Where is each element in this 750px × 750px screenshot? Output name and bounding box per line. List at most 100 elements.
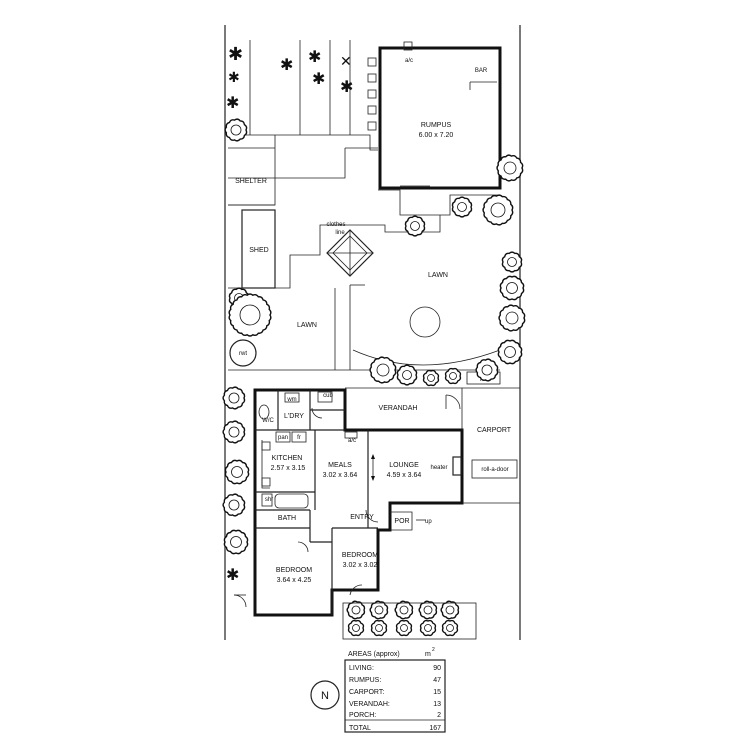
- tree-icon: [440, 600, 460, 620]
- cub-label: cub: [323, 393, 333, 399]
- tree-icon: [369, 600, 389, 620]
- areas-row-label: RUMPUS:: [349, 677, 381, 684]
- clothes-line-label-2: line: [335, 230, 345, 236]
- tree-icon: [395, 619, 413, 637]
- compass-circle: [310, 680, 340, 710]
- ac-house-label: a/c: [348, 438, 356, 444]
- areas-row-value: 167: [429, 725, 441, 732]
- tree-icon: [444, 367, 462, 385]
- kitchen-name: KITCHEN: [272, 455, 303, 462]
- palm-shrubs: ✱ ✱ ✱ ✱ ✱ ✱ ✕ ✱ ✱: [226, 44, 353, 584]
- clothes-line: clothes line: [326, 222, 374, 277]
- areas-row-value: 15: [433, 689, 441, 696]
- palm-icon: ✱: [340, 79, 353, 96]
- palm-icon: ✱: [226, 567, 239, 584]
- rumpus-size: 6.00 x 7.20: [419, 132, 454, 139]
- tree-icon: [222, 386, 246, 410]
- palm-icon: ✱: [226, 95, 239, 112]
- lawn-left-label: LAWN: [297, 322, 317, 329]
- tree-icon: [475, 358, 499, 382]
- areas-row-label: VERANDAH:: [349, 701, 390, 708]
- rumpus-name: RUMPUS: [421, 122, 452, 129]
- rwt-left: rwt: [229, 339, 257, 367]
- garden-bed: [409, 306, 441, 338]
- trees: [222, 118, 526, 637]
- bedroom1-size: 3.64 x 4.25: [277, 577, 312, 584]
- meals-size: 3.02 x 3.64: [323, 472, 358, 479]
- areas-row-value: 13: [433, 701, 441, 708]
- tree-icon: [501, 251, 523, 273]
- ac-label: a/c: [405, 58, 413, 64]
- areas-row-value: 47: [433, 677, 441, 684]
- tree-icon: [370, 619, 388, 637]
- palm-icon: ✱: [312, 71, 325, 88]
- tree-icon: [228, 293, 272, 337]
- pantry-label: pan: [278, 435, 288, 441]
- tree-icon: [224, 118, 248, 142]
- tree-icon: [497, 339, 523, 365]
- tree-icon: [404, 215, 426, 237]
- verandah-label: VERANDAH: [379, 405, 418, 412]
- heater-label: heater: [430, 465, 447, 471]
- shed: SHED: [241, 209, 276, 289]
- north-arrow: N: [310, 680, 340, 710]
- areas-row-label: PORCH:: [349, 712, 376, 719]
- meals-name: MEALS: [328, 462, 352, 469]
- clothes-line-label-1: clothes: [326, 222, 345, 228]
- shelter: SHELTER: [235, 178, 267, 185]
- tree-icon: [396, 364, 418, 386]
- rumpus-building: BAR a/c RUMPUS 6.00 x 7.20: [367, 41, 502, 190]
- up-label: up: [425, 519, 432, 525]
- areas-header: AREAS (approx): [348, 651, 400, 658]
- front-garden-bed: [342, 602, 477, 640]
- palm-icon: ✱: [228, 44, 243, 64]
- bar-label: BAR: [475, 68, 488, 74]
- house-labels: VERANDAH CARPORT roll-a-door cub wm L'DR…: [262, 393, 512, 584]
- rwt-left-label: rwt: [239, 351, 247, 357]
- areas-row-label: TOTAL: [349, 725, 371, 732]
- wm-label: wm: [286, 397, 296, 403]
- bedroom2-name: BEDROOM: [342, 552, 378, 559]
- tree-icon: [224, 459, 250, 485]
- roll-a-door-label: roll-a-door: [481, 467, 508, 473]
- bedroom2-size: 3.02 x 3.02: [343, 562, 378, 569]
- palm-icon: ✱: [228, 69, 240, 85]
- bath-label: BATH: [278, 515, 296, 522]
- palm-icon: ✱: [280, 57, 293, 74]
- tree-icon: [347, 619, 365, 637]
- tree-icon: [482, 194, 514, 226]
- palm-icon: ✕: [340, 53, 352, 69]
- tree-icon: [346, 600, 366, 620]
- areas-unit: m: [425, 651, 431, 658]
- bedroom1-name: BEDROOM: [276, 567, 312, 574]
- lawn-right-label: LAWN: [428, 272, 448, 279]
- shed-label: SHED: [249, 247, 268, 254]
- tree-icon: [223, 529, 249, 555]
- tree-icon: [419, 619, 437, 637]
- lounge-name: LOUNGE: [389, 462, 419, 469]
- fridge-label: fr: [297, 435, 301, 441]
- areas-row-value: 2: [437, 712, 441, 719]
- north-label: N: [321, 690, 329, 702]
- areas-table: AREAS (approx) m 2 LIVING:90RUMPUS:47CAR…: [344, 647, 446, 733]
- tree-icon: [394, 600, 414, 620]
- tree-icon: [451, 196, 473, 218]
- verandah-carport: [345, 387, 520, 531]
- shelter-label: SHELTER: [235, 178, 267, 185]
- areas-row-value: 90: [433, 665, 441, 672]
- shower-label: shr: [265, 497, 273, 503]
- tree-icon: [496, 154, 524, 182]
- palm-icon: ✱: [308, 49, 321, 66]
- tree-icon: [418, 600, 438, 620]
- tree-icon: [498, 304, 526, 332]
- laundry-label: L'DRY: [284, 413, 304, 420]
- carport-label: CARPORT: [477, 427, 512, 434]
- lounge-size: 4.59 x 3.64: [387, 472, 422, 479]
- tree-icon: [499, 275, 525, 301]
- tree-icon: [441, 619, 459, 637]
- tree-icon: [222, 420, 246, 444]
- porch-label: POR: [394, 518, 409, 525]
- areas-unit-sup: 2: [432, 647, 435, 653]
- areas-row-label: LIVING:: [349, 665, 374, 672]
